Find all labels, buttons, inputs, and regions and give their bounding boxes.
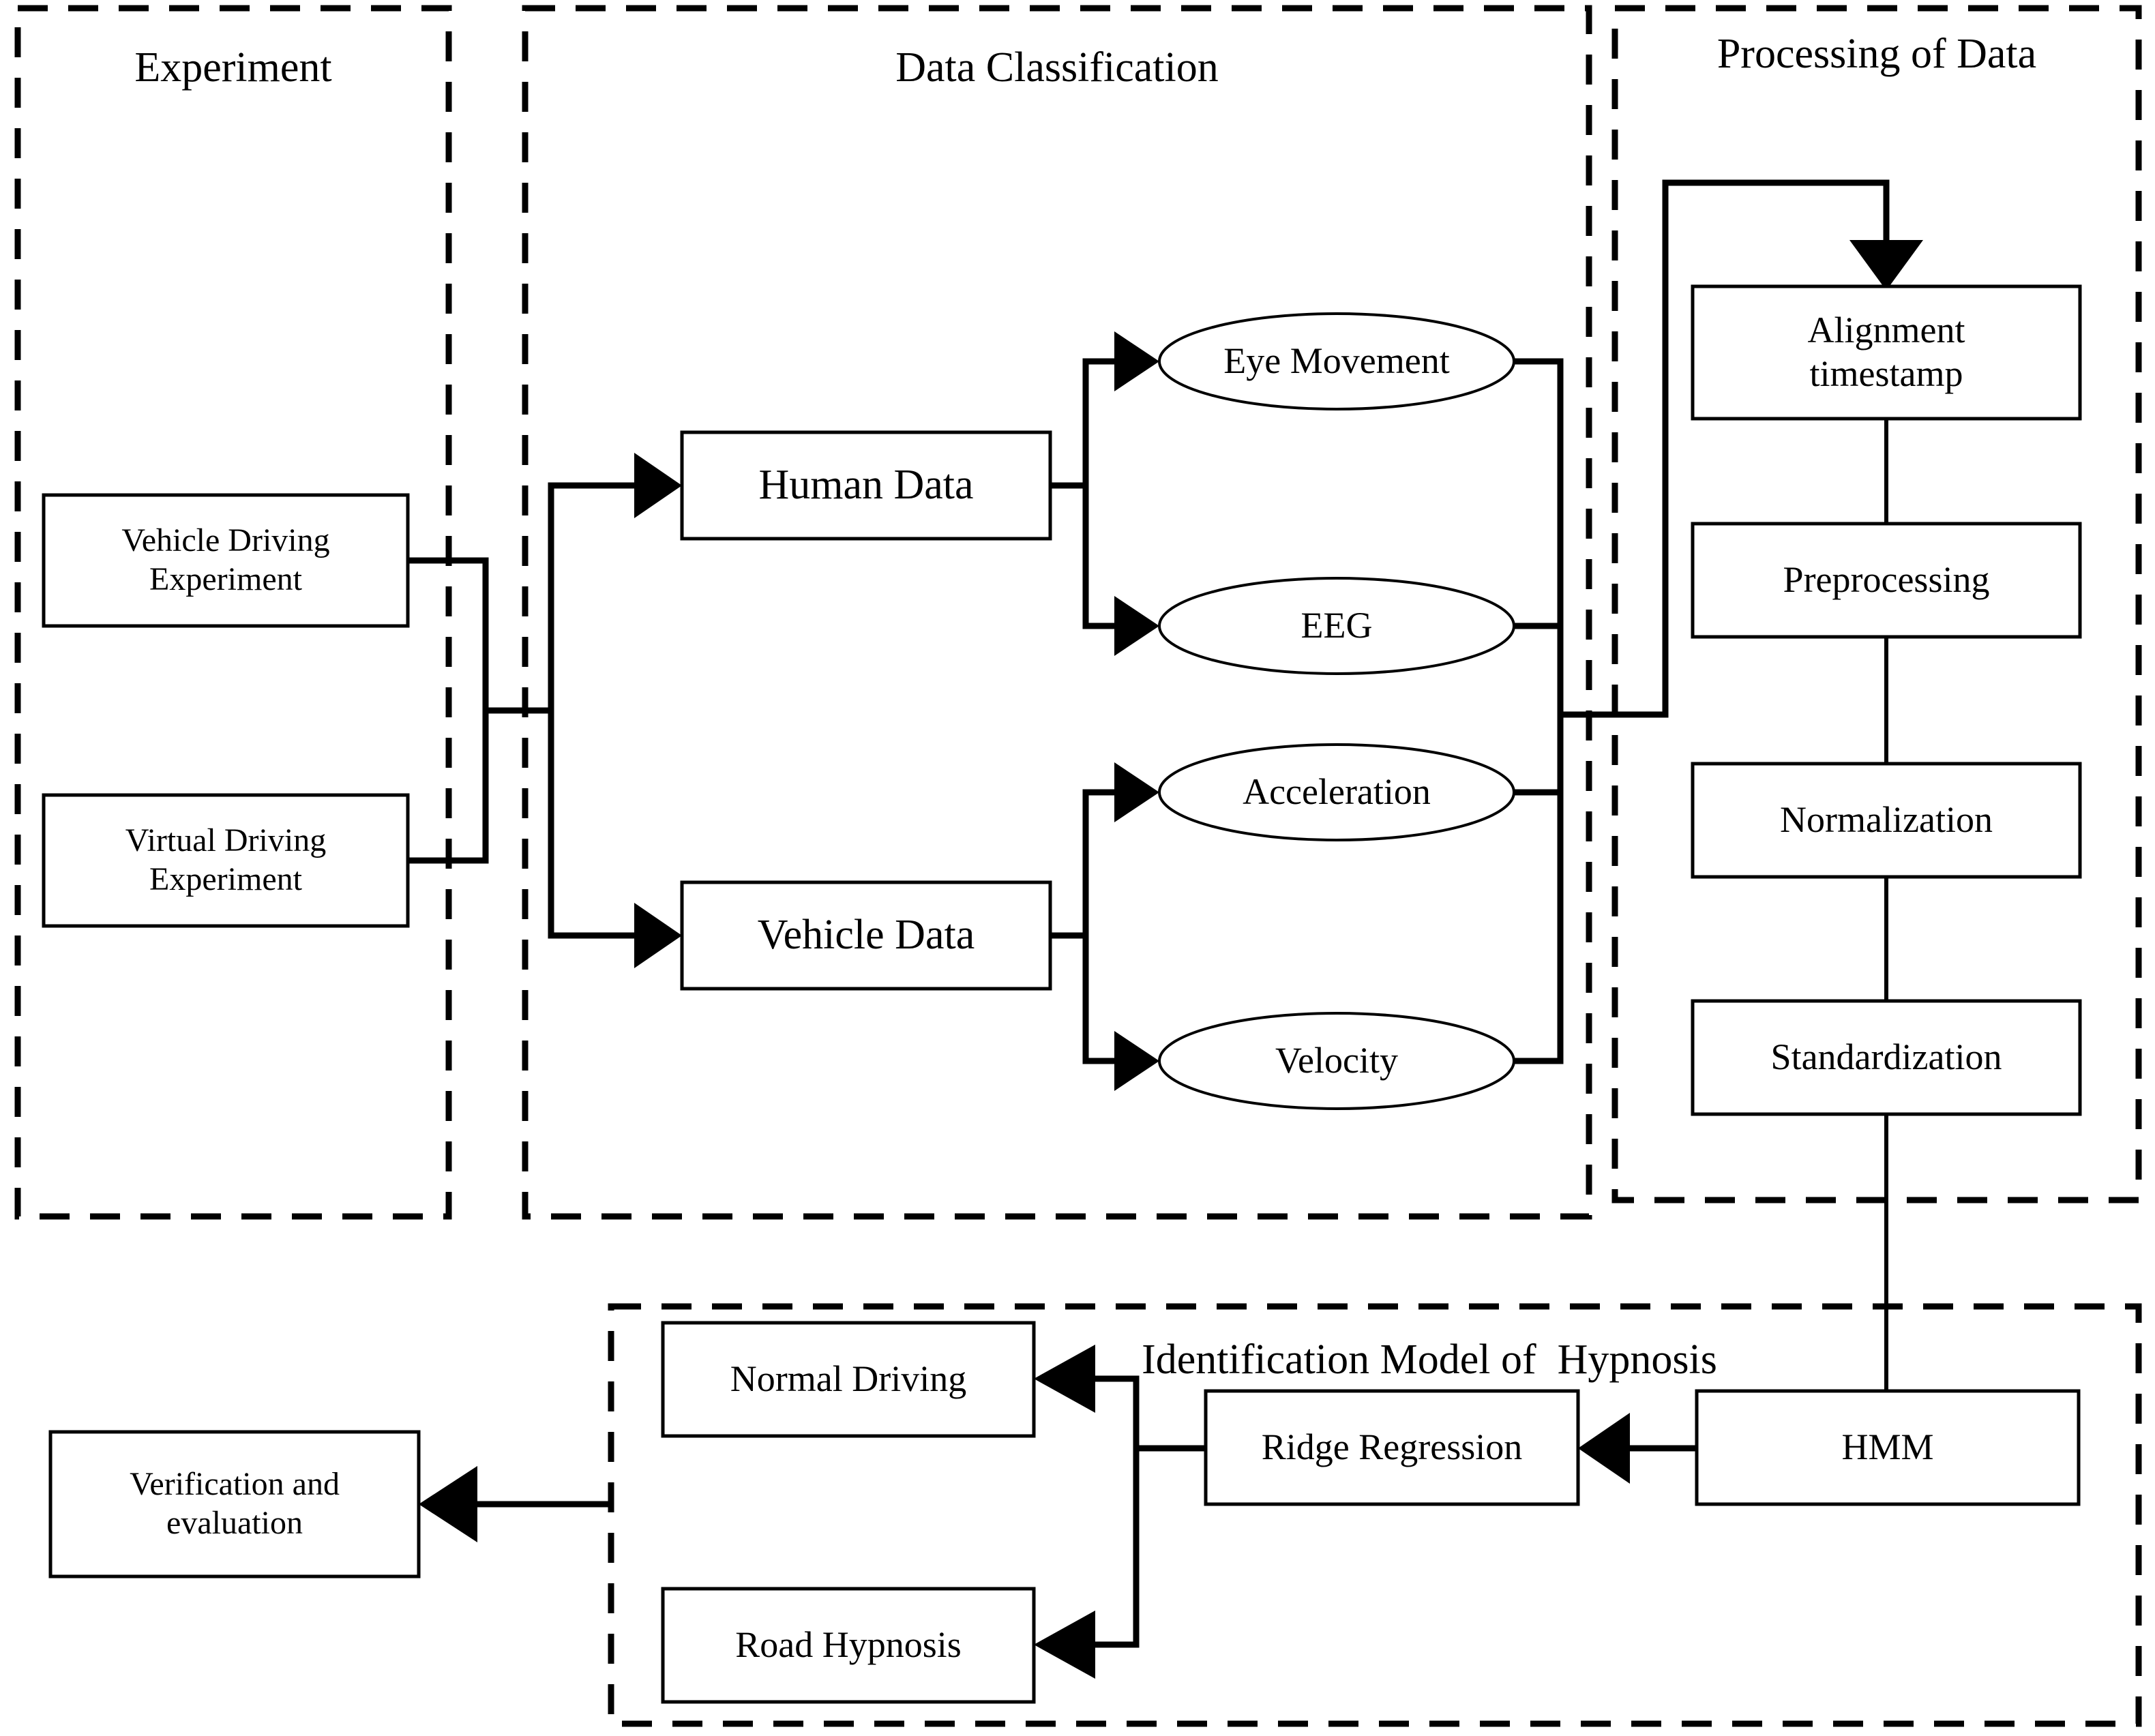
arrowhead-to-eeg — [1114, 596, 1159, 656]
arrowhead-to-vehicle-data — [634, 903, 682, 968]
label-ridge-regression: Ridge Regression — [1261, 1426, 1523, 1468]
box-ridge-regression[interactable] — [1204, 1389, 1580, 1506]
label-velocity: Velocity — [1275, 1040, 1398, 1081]
label-vehicle-data: Vehicle Data — [757, 912, 975, 959]
label-preprocessing: Preprocessing — [1783, 559, 1990, 601]
label-verification-and-evaluation: Verification and evaluation — [130, 1466, 340, 1541]
group-boundary-data-classification — [522, 5, 1592, 1220]
connector-split-human-vehicle — [548, 482, 634, 939]
box-standardization[interactable] — [1691, 999, 2082, 1116]
label-virtual-driving-experiment: Virtual Driving Experiment — [125, 822, 327, 897]
group-boundary-identification — [608, 1303, 2142, 1727]
arrowhead-to-ridge-regression — [1578, 1413, 1630, 1484]
arrowhead-to-alignment-timestamp — [1849, 240, 1923, 290]
arrowhead-to-verification — [419, 1466, 477, 1542]
group-boundary-processing — [1611, 5, 2142, 1203]
arrowhead-to-human-data — [634, 453, 682, 518]
connector-ridge-split — [1095, 1375, 1206, 1648]
box-human-data[interactable] — [680, 430, 1052, 541]
group-title-identification: Identification Model of Hypnosis — [1142, 1336, 1717, 1383]
box-alignment-timestamp[interactable] — [1691, 284, 2082, 421]
group-title-data-classification: Data Classification — [895, 44, 1219, 91]
arrowhead-to-eye-movement — [1114, 331, 1159, 391]
label-vehicle-driving-experiment: Vehicle Driving Experiment — [121, 522, 330, 597]
label-eeg: EEG — [1301, 605, 1373, 646]
arrowhead-to-road-hypnosis — [1034, 1611, 1095, 1679]
box-vehicle-data[interactable] — [680, 880, 1052, 991]
box-verification-and-evaluation[interactable] — [48, 1430, 421, 1578]
arrowhead-to-normal-driving — [1034, 1345, 1095, 1413]
label-alignment-timestamp: Alignment timestamp — [1807, 310, 1965, 394]
label-acceleration: Acceleration — [1243, 771, 1431, 813]
connector-signals-to-processing — [1560, 179, 1890, 718]
label-normalization: Normalization — [1780, 799, 1993, 841]
group-title-processing: Processing of Data — [1716, 31, 2037, 78]
box-hmm[interactable] — [1695, 1389, 2081, 1506]
arrowhead-to-acceleration — [1114, 762, 1159, 822]
connector-vehicle-data-split — [1050, 789, 1114, 1064]
box-normalization[interactable] — [1691, 762, 2082, 879]
arrowhead-to-velocity — [1114, 1031, 1159, 1091]
box-virtual-driving-experiment[interactable] — [42, 793, 410, 928]
box-normal-driving[interactable] — [661, 1321, 1036, 1438]
label-normal-driving: Normal Driving — [730, 1358, 967, 1400]
box-road-hypnosis[interactable] — [661, 1587, 1036, 1704]
label-human-data: Human Data — [758, 462, 974, 509]
connector-human-data-split — [1050, 358, 1114, 629]
connector-signals-merge-bus — [1514, 358, 1564, 1064]
label-hmm: HMM — [1841, 1426, 1934, 1468]
label-standardization: Standardization — [1770, 1036, 2002, 1078]
box-vehicle-driving-experiment[interactable] — [42, 493, 410, 628]
label-eye-movement: Eye Movement — [1223, 340, 1450, 382]
box-preprocessing[interactable] — [1691, 522, 2082, 639]
group-title-experiment: Experiment — [134, 44, 332, 91]
label-road-hypnosis: Road Hypnosis — [735, 1624, 962, 1666]
group-boundary-experiment — [14, 5, 452, 1220]
